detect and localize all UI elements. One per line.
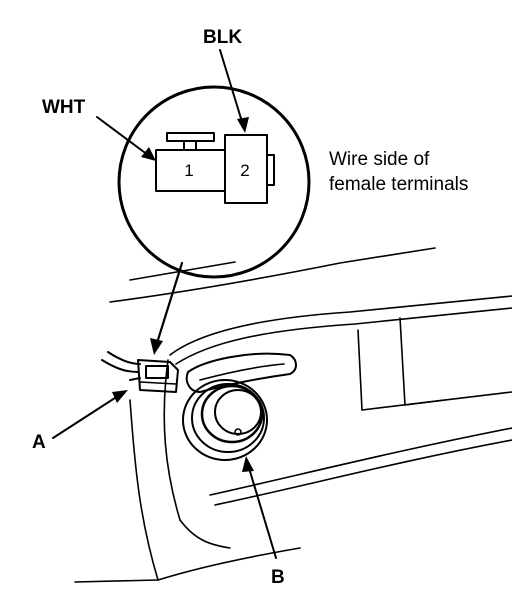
arrow-head <box>141 147 156 161</box>
circle-to-connector-leader <box>150 261 184 355</box>
locking-tab <box>166 132 215 142</box>
callout-a-label: A <box>32 432 46 453</box>
arrow-head <box>237 117 249 133</box>
detail-circle <box>117 85 311 279</box>
callout-b-leader <box>242 456 277 559</box>
socket-bezel <box>182 379 268 461</box>
callout-a-leader <box>52 390 128 439</box>
arrow-head <box>150 338 163 355</box>
blk-wire-label: BLK <box>203 27 242 48</box>
wht-wire-label: WHT <box>42 97 86 118</box>
pin-2-label: 2 <box>240 161 249 180</box>
harness-connector <box>101 351 179 393</box>
connector-latch <box>145 365 169 379</box>
vehicle-body <box>74 247 512 583</box>
arrow-head <box>242 456 254 472</box>
power-socket <box>182 352 297 461</box>
pin-1-label: 1 <box>184 161 193 180</box>
connector-face <box>155 132 275 204</box>
note-line-1: Wire side of <box>329 149 430 170</box>
socket-opening <box>214 389 262 435</box>
note-line-2: female terminals <box>329 174 468 195</box>
wire-leaders <box>96 49 249 161</box>
terminal-2-key <box>266 154 275 186</box>
locking-tab-stem <box>183 140 197 151</box>
detail-view: 1 2 <box>117 85 311 279</box>
arrow-head <box>112 390 128 403</box>
callout-b-label: B <box>271 567 285 588</box>
